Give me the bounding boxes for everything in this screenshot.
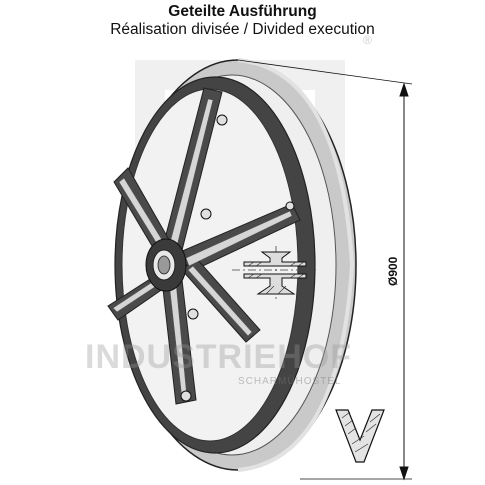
product-title: Geteilte Ausführung	[168, 3, 317, 20]
section-lower-profile	[243, 273, 307, 295]
hub-bore	[157, 255, 171, 275]
dimension-line	[237, 59, 413, 481]
arrow-down-icon	[399, 466, 409, 481]
section-upper-profile	[243, 251, 307, 267]
watermark-sub: SCHARMÜHOSTEL	[238, 376, 342, 387]
bolts	[180, 114, 295, 402]
product-subtitle: Réalisation divisée / Divided execution	[110, 21, 375, 38]
ring-highlight	[237, 58, 355, 472]
diameter-label: Ø900	[386, 256, 400, 286]
watermark-brand: INDUSTRIEHOF	[85, 338, 352, 376]
tyre-v-profile	[335, 409, 385, 463]
registered-mark: ®	[363, 33, 372, 47]
arrow-up-icon	[399, 82, 409, 97]
bolt-icon	[180, 390, 192, 402]
bolt-icon	[200, 208, 212, 220]
rim-cross-section	[232, 246, 316, 302]
bolt-icon	[285, 201, 295, 211]
bolt-icon	[216, 114, 228, 126]
bolt-icon	[187, 308, 199, 320]
